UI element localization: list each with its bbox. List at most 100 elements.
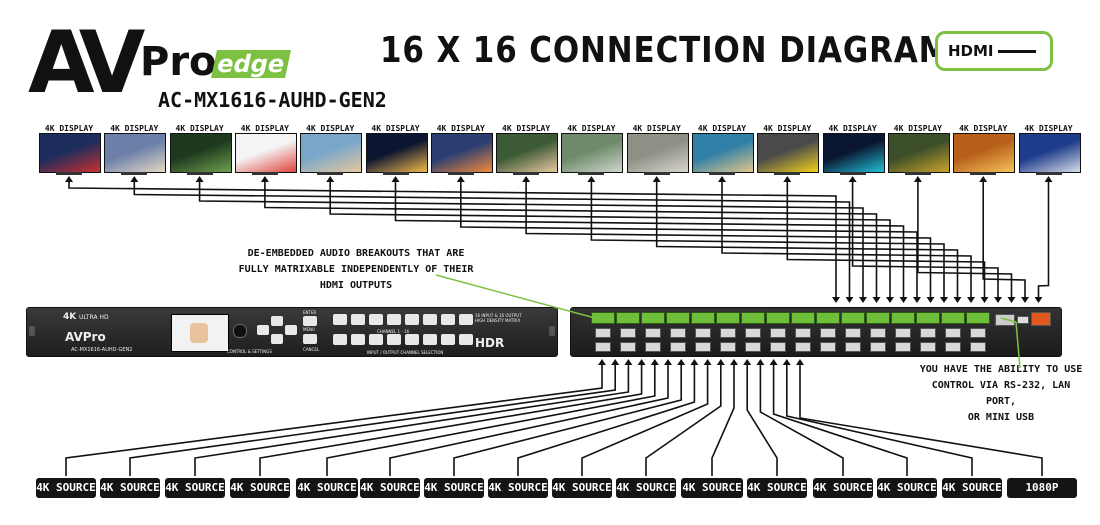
audio-terminal-block[interactable] — [866, 312, 890, 324]
hdmi-input-port[interactable] — [745, 342, 761, 352]
hdmi-output-port[interactable] — [695, 328, 711, 338]
hdmi-input-port[interactable] — [695, 342, 711, 352]
hdmi-input-port[interactable] — [945, 342, 961, 352]
display-label: 4K DISPLAY — [110, 124, 159, 133]
front-model: AC-MX1616-AUHD-GEN2 — [71, 347, 133, 353]
output-hdmi-line — [721, 180, 972, 300]
io-selection-label: INPUT / OUTPUT CHANNEL SELECTION — [367, 350, 444, 355]
hdmi-output-port[interactable] — [720, 328, 736, 338]
hdmi-input-port[interactable] — [845, 342, 861, 352]
audio-terminal-block[interactable] — [591, 312, 615, 324]
hdmi-output-port[interactable] — [945, 328, 961, 338]
hdmi-output-port[interactable] — [595, 328, 611, 338]
hdmi-output-port[interactable] — [870, 328, 886, 338]
input-hdmi-line — [759, 362, 844, 476]
hdmi-output-port[interactable] — [895, 328, 911, 338]
hdmi-output-port[interactable] — [845, 328, 861, 338]
hdmi-output-port[interactable] — [795, 328, 811, 338]
hdmi-input-port[interactable] — [670, 342, 686, 352]
channel-button[interactable] — [423, 314, 437, 325]
audio-terminal-block[interactable] — [966, 312, 990, 324]
display-label: 4K DISPLAY — [828, 124, 877, 133]
audio-terminal-block[interactable] — [841, 312, 865, 324]
hdmi-input-port[interactable] — [620, 342, 636, 352]
hdmi-input-port[interactable] — [870, 342, 886, 352]
hdmi-output-port[interactable] — [920, 328, 936, 338]
display-label: 4K DISPLAY — [371, 124, 420, 133]
audio-terminal-block[interactable] — [891, 312, 915, 324]
right-arrow-button[interactable] — [285, 325, 297, 335]
down-arrow-button[interactable] — [271, 334, 283, 344]
hdmi-input-port[interactable] — [720, 342, 736, 352]
display-office-screen — [561, 133, 624, 173]
channel-button[interactable] — [459, 314, 473, 325]
audio-terminal-block[interactable] — [641, 312, 665, 324]
enter-button[interactable] — [303, 316, 317, 326]
channel-button[interactable] — [351, 314, 365, 325]
display-stand — [56, 172, 82, 175]
display-stand — [317, 172, 344, 175]
source-badge: 4K SOURCE — [165, 478, 225, 498]
hdmi-input-port[interactable] — [920, 342, 936, 352]
cancel-button[interactable] — [303, 334, 317, 344]
channel-button[interactable] — [405, 334, 419, 345]
channel-button[interactable] — [459, 334, 473, 345]
channel-button[interactable] — [369, 334, 383, 345]
audio-terminal-block[interactable] — [716, 312, 740, 324]
mini-usb-port[interactable] — [1017, 316, 1029, 324]
hdmi-input-port[interactable] — [795, 342, 811, 352]
audio-terminal-block[interactable] — [766, 312, 790, 324]
hdmi-input-port[interactable] — [970, 342, 986, 352]
hdmi-output-port[interactable] — [970, 328, 986, 338]
input-hdmi-line — [194, 362, 630, 476]
up-arrow-button[interactable] — [271, 316, 283, 326]
output-arrowhead — [980, 297, 989, 303]
audio-terminal-block[interactable] — [941, 312, 965, 324]
audio-breakout-terminals — [591, 312, 1011, 326]
display-arrowhead — [783, 176, 792, 182]
channel-range-label: CHANNEL 1 - 16 — [377, 329, 410, 334]
channel-button[interactable] — [405, 314, 419, 325]
enter-label: ENTER — [303, 310, 317, 315]
input-hdmi-line — [711, 362, 735, 476]
channel-button[interactable] — [441, 334, 455, 345]
audio-terminal-block[interactable] — [666, 312, 690, 324]
audio-terminal-block[interactable] — [816, 312, 840, 324]
audio-terminal-block[interactable] — [791, 312, 815, 324]
hdmi-output-port[interactable] — [745, 328, 761, 338]
audio-terminal-block[interactable] — [916, 312, 940, 324]
hdmi-input-port[interactable] — [645, 342, 661, 352]
hdmi-input-port[interactable] — [820, 342, 836, 352]
left-arrow-button[interactable] — [257, 325, 269, 335]
display-arrowhead — [522, 176, 531, 182]
display-label: 4K DISPLAY — [502, 124, 551, 133]
hdmi-output-port[interactable] — [820, 328, 836, 338]
hdmi-input-port[interactable] — [770, 342, 786, 352]
hdmi-input-port[interactable] — [595, 342, 611, 352]
lan-port[interactable] — [995, 314, 1015, 326]
front-lcd-screen — [171, 314, 229, 352]
hdmi-input-port[interactable] — [895, 342, 911, 352]
hdmi-output-port[interactable] — [620, 328, 636, 338]
channel-button[interactable] — [333, 334, 347, 345]
control-knob[interactable] — [233, 324, 247, 338]
channel-button[interactable] — [333, 314, 347, 325]
audio-terminal-block[interactable] — [741, 312, 765, 324]
rack-ear-left — [29, 326, 35, 336]
front-control-label: CONTROL & SETTINGS — [227, 349, 272, 354]
power-switch[interactable] — [1031, 312, 1051, 326]
hdmi-output-port[interactable] — [770, 328, 786, 338]
channel-button[interactable] — [441, 314, 455, 325]
channel-button[interactable] — [423, 334, 437, 345]
channel-button[interactable] — [387, 334, 401, 345]
page-title: 16 X 16 CONNECTION DIAGRAM — [380, 30, 951, 71]
channel-button[interactable] — [369, 314, 383, 325]
input-hdmi-line — [389, 362, 669, 476]
hdmi-output-port[interactable] — [645, 328, 661, 338]
channel-button[interactable] — [387, 314, 401, 325]
hdmi-output-port[interactable] — [670, 328, 686, 338]
audio-terminal-block[interactable] — [616, 312, 640, 324]
channel-button[interactable] — [351, 334, 365, 345]
display-beach-screen — [692, 133, 754, 173]
audio-terminal-block[interactable] — [691, 312, 715, 324]
